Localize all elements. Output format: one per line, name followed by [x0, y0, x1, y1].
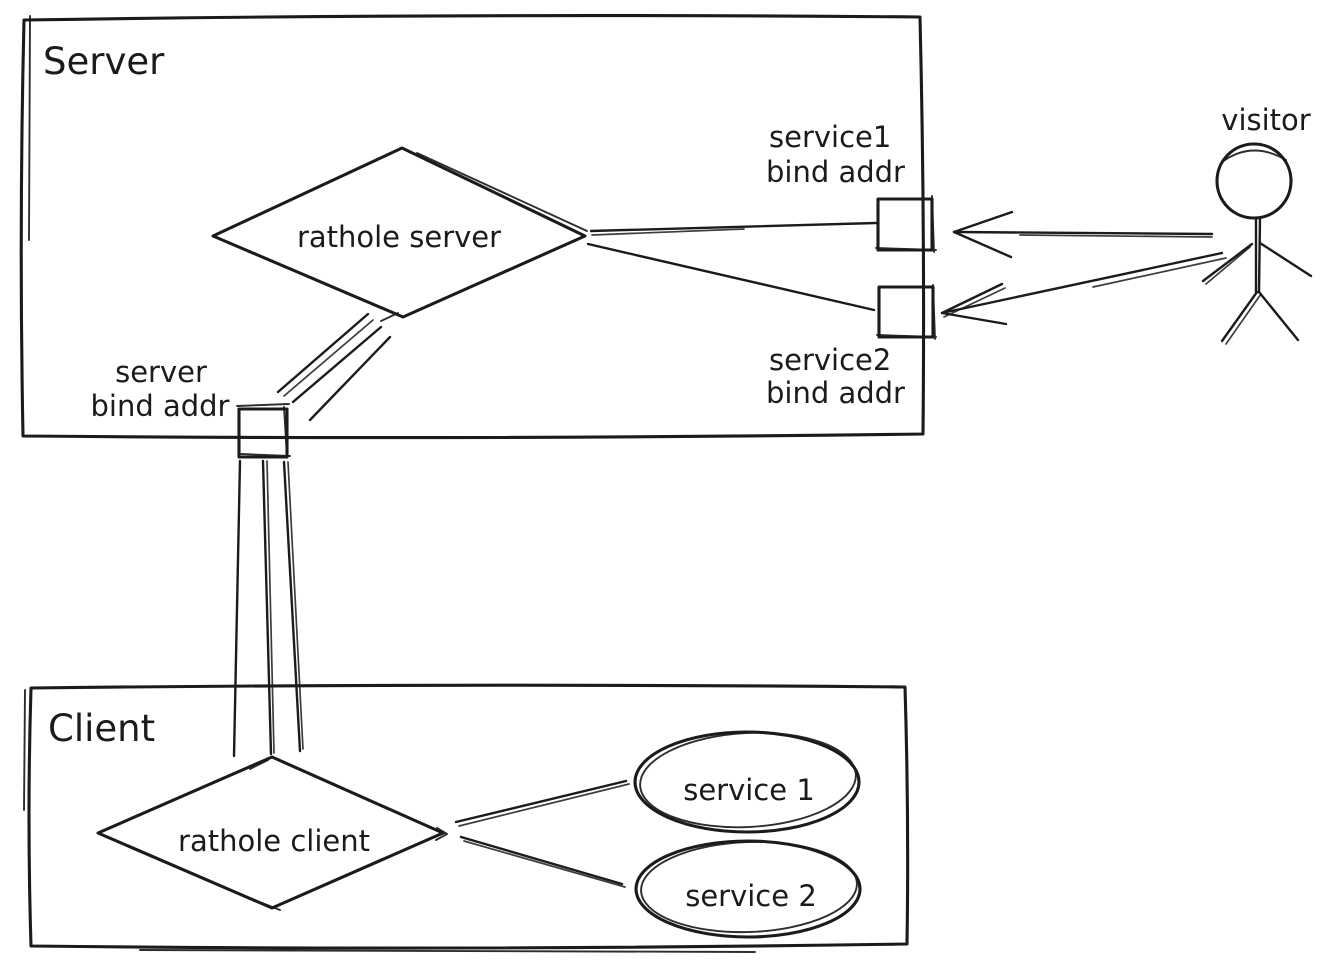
- client-box: [23, 683, 910, 953]
- visitor-left-leg: [1220, 290, 1259, 343]
- service2-bind-square: [877, 285, 935, 339]
- rathole-client-node: [96, 755, 448, 911]
- rathole-client-diamond-accent: [249, 759, 448, 911]
- rathole-server-diamond: [211, 146, 587, 319]
- rathole-client-to-service2-line: [459, 835, 626, 888]
- server-bind-port: [236, 403, 291, 459]
- service2-label: service 2: [685, 879, 817, 913]
- visitor-to-service1-arrow: [952, 210, 1214, 259]
- server-box-outline: [19, 13, 926, 440]
- server-box: [19, 13, 926, 440]
- service2-ellipse-accent: [640, 840, 858, 934]
- service2-bind-label-line1: service2: [769, 343, 891, 377]
- service1-label: service 1: [683, 773, 815, 807]
- service1-bind-label-line2: bind addr: [766, 155, 905, 189]
- service1-ellipse-accent: [639, 731, 857, 829]
- visitor-left-arm: [1201, 242, 1254, 283]
- service1-bind-label-line1: service1: [769, 120, 891, 154]
- visitor-to-service2-arrow: [940, 251, 1227, 326]
- service2-bind-label-line2: bind addr: [766, 376, 905, 410]
- service1-bind-square: [876, 197, 934, 252]
- service2-ellipse: [634, 839, 862, 939]
- rathole-server-diamond-accent: [416, 152, 588, 232]
- server-tunnel-upper-lines: [276, 312, 392, 422]
- service2-node: [634, 839, 862, 939]
- visitor-head: [1215, 142, 1293, 220]
- rathole-server-diamond-accent2: [380, 312, 399, 322]
- rathole-server-to-service2-line: [586, 242, 876, 312]
- visitor-right-leg: [1257, 290, 1300, 342]
- server-box-label: Server: [43, 40, 165, 83]
- service1-ellipse: [633, 730, 861, 834]
- visitor-left-arm-accent: [1205, 246, 1251, 285]
- visitor-right-arm: [1258, 241, 1313, 278]
- visitor-head-accent: [1221, 149, 1287, 163]
- visitor-figure: [1201, 142, 1313, 345]
- arrowhead-service2-icon: [940, 282, 1008, 326]
- visitor-left-leg-accent: [1225, 293, 1262, 345]
- client-box-outline: [27, 683, 910, 950]
- visitor-body: [1254, 216, 1262, 294]
- visitor-label: visitor: [1221, 103, 1310, 137]
- rathole-client-diamond: [96, 755, 445, 910]
- client-box-label: Client: [48, 707, 155, 750]
- arrowhead-service1-icon: [952, 210, 1014, 259]
- service1-bind-port: [875, 195, 937, 253]
- server-box-sketch-accent: [28, 15, 31, 241]
- service2-bind-port: [876, 284, 937, 340]
- client-box-sketch-accent: [23, 689, 756, 953]
- server-client-tunnel-lines: [232, 459, 304, 758]
- server-bind-square: [237, 407, 289, 459]
- service1-bind-square-accent: [875, 195, 937, 253]
- server-bind-label-line2: bind addr: [91, 389, 230, 423]
- rathole-client-to-service1-line: [454, 779, 630, 827]
- server-bind-label-line1: server: [115, 355, 207, 389]
- rathole-server-label: rathole server: [297, 220, 501, 254]
- server-bind-square-accent: [236, 403, 291, 458]
- rathole-server-node: [211, 146, 588, 322]
- service2-bind-square-accent: [876, 284, 937, 340]
- rathole-server-to-service1-line: [589, 221, 878, 236]
- service1-node: [633, 730, 861, 834]
- rathole-client-label: rathole client: [178, 824, 370, 858]
